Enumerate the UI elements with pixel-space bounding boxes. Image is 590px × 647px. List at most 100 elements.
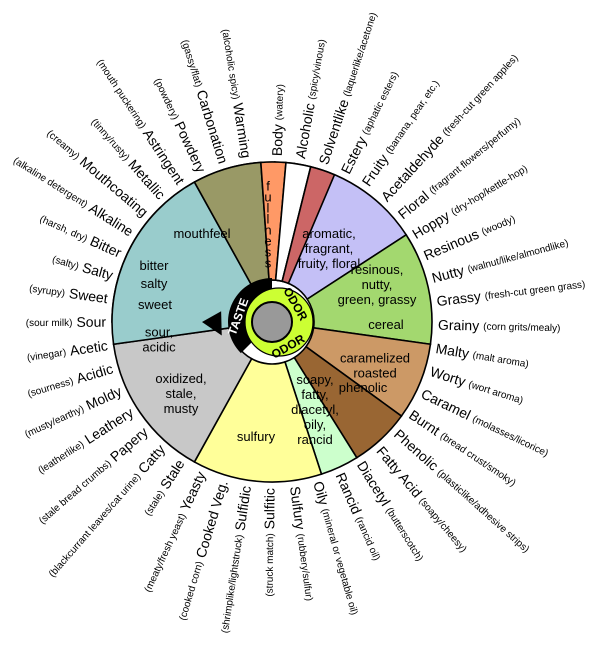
outer-term-description: (aphatic esters) — [360, 70, 400, 137]
outer-term-description: (soapy/cheesy) — [417, 496, 469, 555]
segment-label-line: l — [267, 201, 270, 216]
segment-label-line: acidic — [142, 340, 176, 355]
outer-term-name: Sweet — [68, 285, 109, 306]
outer-term: (vinegar)Acetic — [26, 337, 109, 365]
outer-term-description: (watery) — [274, 84, 286, 120]
outer-term-description: (cooked corn) — [177, 560, 205, 622]
segment-label-aromatic: aromatic,fragrant,fruity, floral — [298, 226, 361, 271]
segment-label-line: f — [266, 179, 270, 194]
segment-label-line: oxidized, — [155, 371, 206, 386]
outer-term-description: (malt aroma) — [472, 350, 530, 370]
segment-label-line: aromatic, — [302, 226, 355, 241]
segment-label-salty: salty — [141, 276, 168, 291]
segment-label-line: sweet — [138, 297, 172, 312]
outer-term-description: (woody) — [480, 214, 517, 238]
outer-term-name: Sulfitic — [261, 488, 277, 529]
outer-term-description: (vinegar) — [26, 347, 67, 364]
segment-label-line: fragrant, — [305, 241, 353, 256]
segment-label-line: s — [265, 245, 272, 260]
segment-label-line: sulfury — [237, 429, 276, 444]
outer-term-name: Worty — [428, 363, 467, 389]
outer-term: (salty)Salty — [51, 250, 115, 283]
segment-label-line: soapy, — [296, 372, 333, 387]
outer-term: Body (watery) — [269, 84, 288, 157]
outer-term-description: (shrimplike/lightstruck) — [220, 534, 246, 634]
outer-term-description: (meaty/fresh yeast) — [142, 512, 188, 594]
outer-term-name: Warming — [230, 102, 255, 159]
outer-term-name: Malty — [435, 340, 471, 361]
segment-soapy — [193, 357, 323, 483]
outer-term-name: Sulfidic — [231, 485, 254, 532]
outer-term-name: Bitter — [88, 232, 125, 260]
outer-term-description: (mineral or vegetable oil) — [319, 507, 359, 616]
outer-term-description: (sourness) — [26, 376, 74, 400]
outer-term-name: Acetic — [69, 337, 109, 358]
segment-label-line: resinous, — [351, 262, 404, 277]
outer-term-description: (butterscotch) — [384, 506, 426, 564]
segment-label-bitter: bitter — [140, 258, 170, 273]
outer-term-name: Grainy — [438, 316, 480, 333]
segment-label-line: sour, — [145, 325, 173, 340]
outer-term-name: Stale — [157, 456, 188, 492]
center-disc — [251, 301, 293, 343]
outer-term-description: (stale) — [143, 489, 167, 518]
segments-layer — [111, 161, 433, 483]
outer-term-name: Rancid — [333, 470, 365, 516]
outer-term-name: Alcoholic — [292, 102, 318, 160]
segment-label-line: cereal — [368, 317, 404, 332]
segment-label-line: phenolic — [339, 380, 388, 395]
outer-term-name: Sour — [76, 313, 106, 329]
outer-term: Sulfury (rubbery/sulfur) — [287, 485, 318, 601]
segment-label-line: bitter — [140, 258, 170, 273]
outer-term-description: (rancid oil) — [353, 515, 382, 562]
segment-label-line: l — [267, 212, 270, 227]
segment-label-line: rancid — [297, 432, 332, 447]
outer-term-description: (wort aroma) — [467, 379, 524, 407]
segment-label-line: caramelized — [340, 351, 410, 366]
outer-term-description: (powdery) — [152, 77, 181, 122]
outer-term-description: (creamy) — [45, 128, 82, 162]
outer-term-description: (salty) — [51, 254, 80, 272]
outer-term-description: (alcoholic spicy) — [219, 28, 241, 100]
outer-term-description: (sour milk) — [26, 318, 73, 329]
segment-label-line: musty — [164, 401, 199, 416]
segment-label-mouthfeel: mouthfeel — [173, 226, 230, 241]
outer-term: (struck match) Sulfitic — [260, 488, 277, 597]
outer-term-name: Acidic — [74, 360, 114, 386]
taste-pointer-icon — [202, 311, 222, 336]
segment-label-sweet: sweet — [138, 297, 172, 312]
segment-label-line: salty — [141, 276, 168, 291]
segment-label-resinous: resinous,nutty,green, grassy — [338, 262, 417, 307]
segment-bitter — [281, 165, 336, 285]
segment-label-soapy: soapy,fatty,diacetyl,oily,rancid — [291, 372, 339, 447]
outer-term-description: (leatherlike) — [36, 439, 86, 476]
outer-term-description: (struck match) — [264, 533, 276, 596]
outer-term-name: Catty — [134, 441, 168, 476]
outer-term-name: Grassy — [436, 288, 482, 309]
outer-term-description: (rubbery/sulfur) — [295, 533, 315, 602]
segment-label-line: s — [265, 256, 272, 271]
segment-label-line: n — [264, 223, 271, 238]
outer-term-description: (corn grits/mealy) — [483, 321, 560, 334]
segment-label-line: stale, — [165, 386, 196, 401]
segment-label-oxidized: oxidized,stale,musty — [155, 371, 206, 416]
outer-term: (sour milk)Sour — [26, 313, 107, 329]
segment-label-sulfury: sulfury — [237, 429, 276, 444]
segment-label-line: u — [264, 190, 271, 205]
segment-label-line: green, grassy — [338, 292, 417, 307]
outer-term-description: (mouth puckering) — [94, 57, 148, 130]
outer-term-name: Yeasty — [176, 469, 208, 513]
outer-term-name: Sulfury — [287, 485, 309, 530]
outer-term-description: (molasses/licorice) — [471, 413, 550, 459]
segment-label-line: diacetyl, — [291, 402, 339, 417]
segment-label-line: roasted — [353, 366, 396, 381]
outer-term-description: (walnut/like/almondlike) — [466, 238, 569, 275]
segment-label-line: nutty, — [362, 277, 393, 292]
outer-term-name: Body — [269, 124, 286, 156]
segment-label-line: fruity, floral — [298, 256, 361, 271]
outer-term-description: (spicy/vinous) — [306, 38, 328, 100]
outer-term: (syrupy)Sweet — [28, 279, 109, 306]
